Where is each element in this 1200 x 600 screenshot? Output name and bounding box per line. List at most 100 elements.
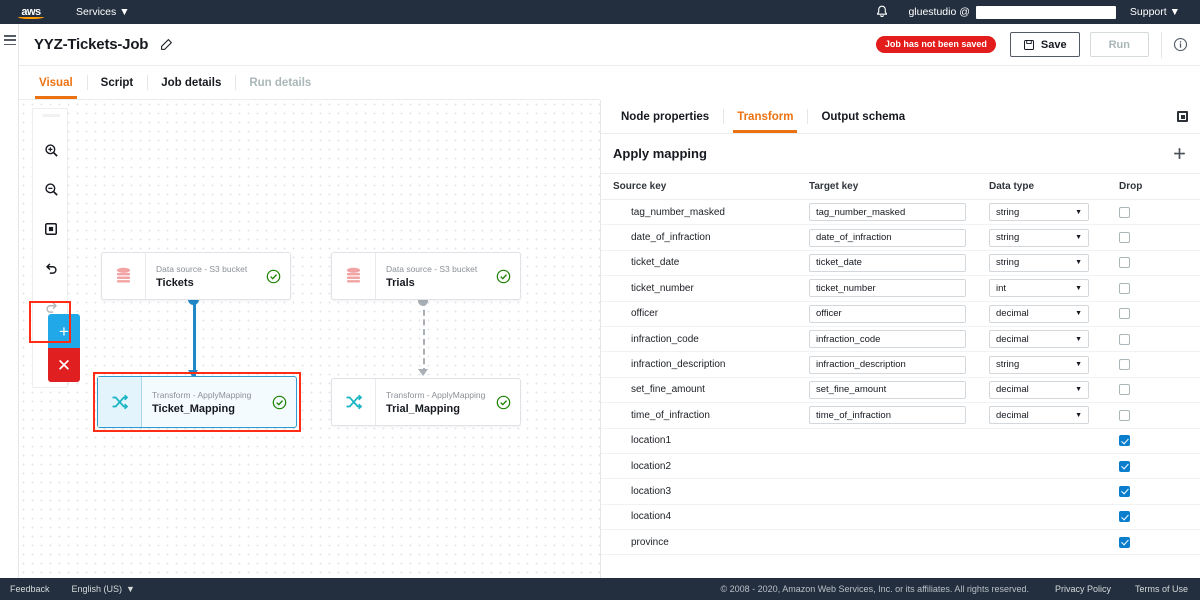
- drop-checkbox[interactable]: [1119, 384, 1130, 396]
- aws-logo[interactable]: aws: [14, 4, 48, 20]
- target-key-input[interactable]: set_fine_amount: [809, 380, 966, 399]
- drop-checkbox[interactable]: [1119, 282, 1130, 294]
- footer-language-selector[interactable]: English (US) ▼: [71, 584, 135, 594]
- footer-feedback-link[interactable]: Feedback: [10, 584, 50, 594]
- drop-checkbox[interactable]: [1119, 511, 1130, 523]
- check-circle-icon: [486, 379, 520, 425]
- data-type-value: decimal: [996, 308, 1029, 320]
- data-type-select[interactable]: decimal▼: [989, 380, 1089, 399]
- drop-checkbox[interactable]: [1119, 359, 1130, 371]
- title-actions: Job has not been saved Save Run: [875, 31, 1200, 58]
- target-key-input[interactable]: date_of_infraction: [809, 228, 966, 247]
- table-row: province: [601, 530, 1200, 556]
- footer-terms-of-use-link[interactable]: Terms of Use: [1134, 584, 1188, 594]
- zoom-in-icon[interactable]: [33, 131, 69, 170]
- cell-drop: [1119, 232, 1179, 244]
- node-details-panel: Node properties Transform Output schema …: [600, 100, 1200, 578]
- nav-support-menu[interactable]: Support ▼: [1129, 6, 1180, 18]
- target-key-input[interactable]: ticket_date: [809, 253, 966, 272]
- chevron-down-icon: ▼: [1169, 6, 1180, 18]
- edit-pencil-icon[interactable]: [160, 38, 173, 51]
- cell-data-type: decimal▼: [989, 406, 1119, 425]
- data-type-select[interactable]: string▼: [989, 228, 1089, 247]
- column-header-data-type: Data type: [989, 181, 1035, 192]
- cell-target-key: time_of_infraction: [809, 406, 989, 425]
- data-type-select[interactable]: decimal▼: [989, 406, 1089, 425]
- edge-trials-to-trial-mapping: [423, 300, 425, 374]
- cell-source-key: location3: [631, 485, 672, 497]
- visual-job-canvas[interactable]: + ✕ Data source - S3 bucket Tickets: [19, 100, 600, 578]
- target-key-input[interactable]: infraction_code: [809, 330, 966, 349]
- cell-source-key: location4: [631, 511, 672, 523]
- target-key-input[interactable]: tag_number_masked: [809, 203, 966, 222]
- zoom-out-icon[interactable]: [33, 170, 69, 209]
- node-type-label: Data source - S3 bucket: [156, 263, 248, 274]
- bell-icon[interactable]: [874, 4, 890, 20]
- tab-node-properties[interactable]: Node properties: [621, 110, 710, 123]
- data-type-value: string: [996, 359, 1020, 371]
- tab-script[interactable]: Script: [86, 66, 148, 99]
- move-cross-icon[interactable]: [1173, 147, 1186, 160]
- run-button[interactable]: Run: [1089, 32, 1149, 57]
- drop-checkbox[interactable]: [1119, 536, 1130, 548]
- cell-source-key: officer: [631, 308, 659, 320]
- drop-checkbox[interactable]: [1119, 460, 1130, 472]
- chevron-down-icon: ▼: [1075, 310, 1082, 318]
- target-key-input[interactable]: ticket_number: [809, 279, 966, 298]
- target-key-input[interactable]: officer: [809, 304, 966, 323]
- tab-run-details[interactable]: Run details: [235, 66, 325, 99]
- add-node-button[interactable]: +: [48, 314, 80, 348]
- drop-checkbox[interactable]: [1119, 232, 1130, 244]
- data-type-select[interactable]: decimal▼: [989, 330, 1089, 349]
- data-type-select[interactable]: decimal ▼: [989, 304, 1089, 323]
- undo-icon[interactable]: [33, 248, 69, 287]
- edge-arrow-head: [188, 370, 198, 378]
- table-row: location1: [601, 429, 1200, 454]
- cell-target-key: tag_number_masked: [809, 203, 989, 222]
- nav-services-menu[interactable]: Services ▼: [76, 6, 130, 18]
- data-type-select[interactable]: int▼: [989, 279, 1089, 298]
- cell-target-key: officer: [809, 304, 989, 323]
- data-type-select[interactable]: string▼: [989, 355, 1089, 374]
- tab-job-details[interactable]: Job details: [147, 66, 235, 99]
- collapse-panel-icon[interactable]: [1177, 111, 1188, 122]
- tab-output-schema[interactable]: Output schema: [807, 100, 919, 133]
- cell-target-key: set_fine_amount: [809, 380, 989, 399]
- drop-checkbox[interactable]: [1119, 435, 1130, 447]
- footer-privacy-policy-link[interactable]: Privacy Policy: [1054, 584, 1111, 594]
- cell-drop: [1119, 206, 1179, 218]
- table-row: location4: [601, 505, 1200, 531]
- hamburger-menu-icon[interactable]: [4, 35, 16, 45]
- remove-node-button[interactable]: ✕: [48, 348, 80, 382]
- node-name-label: Tickets: [156, 276, 194, 289]
- data-type-select[interactable]: string▼: [989, 203, 1089, 222]
- cell-data-type: string▼: [989, 253, 1119, 272]
- panel-title: Apply mapping: [613, 146, 707, 161]
- canvas-node-trials[interactable]: Data source - S3 bucket Trials: [331, 252, 521, 300]
- account-value-redacted[interactable]: [975, 5, 1116, 19]
- canvas-node-ticket-mapping[interactable]: Transform - ApplyMapping Ticket_Mapping: [97, 376, 297, 428]
- drop-checkbox[interactable]: [1119, 409, 1130, 421]
- tab-visual[interactable]: Visual: [25, 66, 87, 99]
- target-key-input[interactable]: time_of_infraction: [809, 406, 966, 425]
- drop-checkbox[interactable]: [1119, 485, 1130, 497]
- canvas-node-trial-mapping[interactable]: Transform - ApplyMapping Trial_Mapping: [331, 378, 521, 426]
- toolbar-drag-handle[interactable]: [42, 114, 60, 117]
- data-type-select[interactable]: string▼: [989, 253, 1089, 272]
- drop-checkbox[interactable]: [1119, 333, 1130, 345]
- fit-to-screen-icon[interactable]: [33, 209, 69, 248]
- info-circle-icon[interactable]: [1173, 37, 1188, 52]
- target-key-input[interactable]: infraction_description: [809, 355, 966, 374]
- drop-checkbox[interactable]: [1119, 257, 1130, 269]
- redo-icon[interactable]: [33, 287, 69, 326]
- drop-checkbox[interactable]: [1119, 308, 1130, 320]
- cell-drop: [1119, 333, 1179, 345]
- save-button[interactable]: Save: [1009, 32, 1080, 57]
- drop-checkbox[interactable]: [1119, 206, 1130, 218]
- node-type-label: Data source - S3 bucket: [386, 263, 478, 274]
- tab-transform[interactable]: Transform: [723, 100, 807, 133]
- aws-top-navigation: aws Services ▼ gluestudio @ Support ▼: [0, 0, 1200, 24]
- canvas-node-tickets[interactable]: Data source - S3 bucket Tickets: [101, 252, 291, 300]
